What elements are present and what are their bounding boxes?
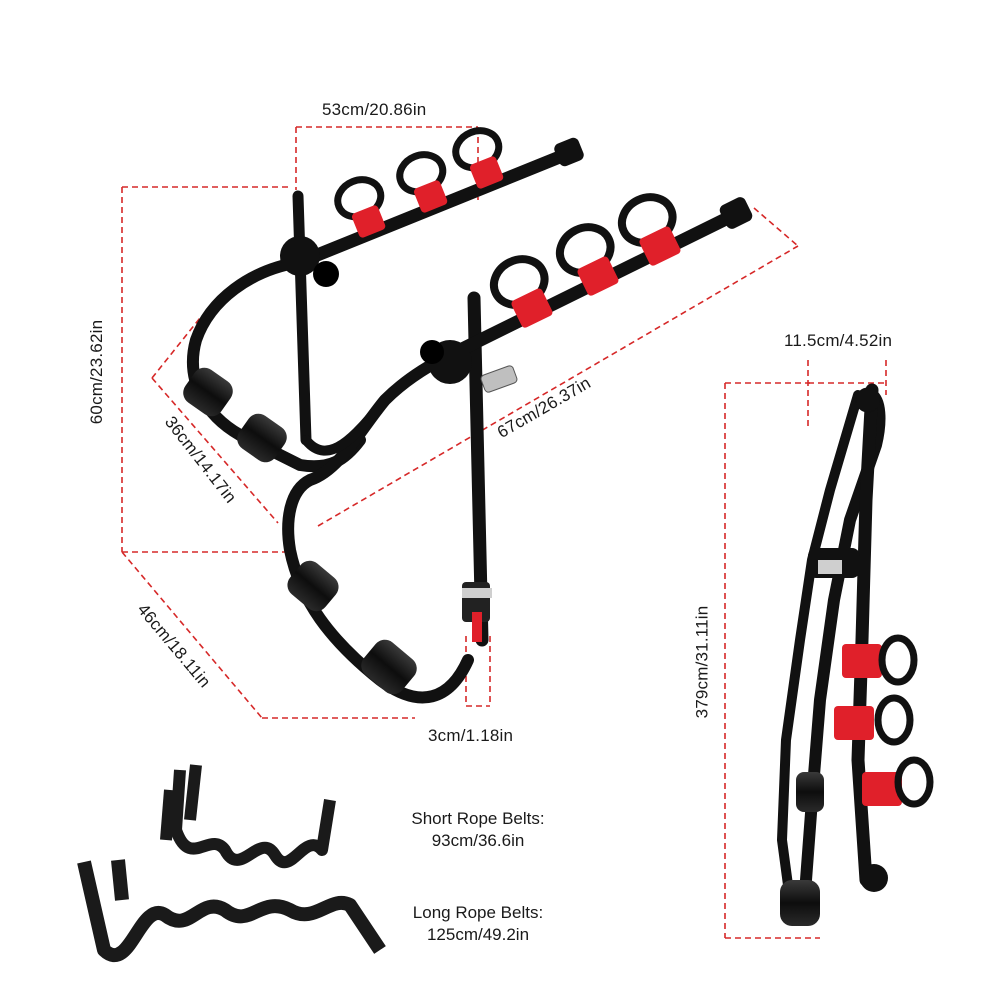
cradle-clamps-front bbox=[489, 193, 681, 328]
bike-rack-folded bbox=[777, 383, 888, 926]
rear-post bbox=[292, 190, 312, 446]
short-belts-label: Short Rope Belts: bbox=[411, 809, 545, 828]
height-label: 60cm/23.62in bbox=[87, 319, 107, 425]
long-belts-label: Long Rope Belts: bbox=[412, 903, 544, 922]
folded-height-label: 379cm/31.11in bbox=[692, 605, 712, 719]
short-belts-caption: Short Rope Belts: 93cm/36.6in bbox=[388, 808, 568, 852]
adjustment-knobs bbox=[280, 236, 518, 393]
top-width-label: 53cm/20.86in bbox=[322, 100, 427, 119]
foam-pads bbox=[183, 367, 417, 695]
dimension-lines bbox=[121, 126, 887, 939]
folded-depth-label: 11.5cm/4.52in bbox=[784, 331, 893, 350]
strap-buckle bbox=[462, 582, 492, 642]
long-belts-size: 125cm/49.2in bbox=[426, 925, 530, 944]
cradle-clamps-back bbox=[334, 127, 504, 238]
long-rope-belts bbox=[77, 859, 386, 962]
short-rope-belts bbox=[160, 764, 336, 869]
short-belts-size: 93cm/36.6in bbox=[431, 831, 525, 850]
long-belts-caption: Long Rope Belts: 125cm/49.2in bbox=[388, 902, 568, 946]
end-caps bbox=[554, 137, 753, 229]
strap-offset-label: 3cm/1.18in bbox=[428, 726, 514, 745]
folded-clamps bbox=[834, 634, 934, 808]
